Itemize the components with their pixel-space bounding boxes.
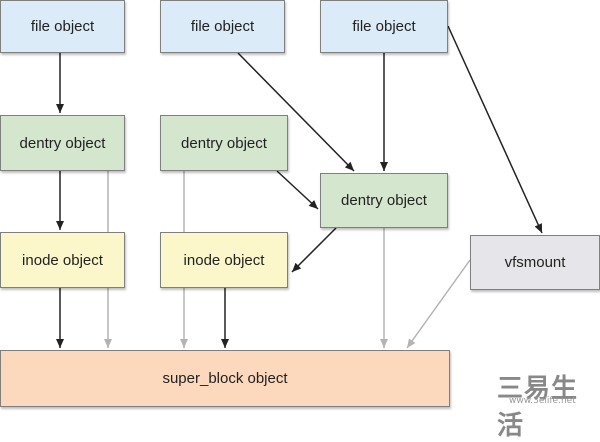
file-object-box-2: file object (160, 0, 285, 53)
vfsmount-box: vfsmount (470, 235, 600, 290)
inode-object-box-2: inode object (160, 232, 288, 288)
arrow-vfsmount-superblock (406, 259, 471, 349)
file-object-box-1: file object (0, 0, 125, 53)
dentry-object-box-1: dentry object (0, 115, 125, 171)
dentry-object-box-3: dentry object (320, 173, 448, 228)
watermark-url: www.3elife.net (509, 396, 576, 406)
super-block-object-box: super_block object (0, 350, 450, 407)
diagram-arrows (56, 25, 543, 349)
arrow-dentry3-inode2 (291, 227, 337, 273)
arrow-file3-vfsmount (447, 25, 543, 234)
dentry-object-box-2: dentry object (160, 115, 288, 171)
inode-object-box-1: inode object (0, 232, 125, 288)
arrow-dentry2-dentry3 (276, 170, 319, 210)
file-object-box-3: file object (320, 0, 448, 53)
arrow-file2-dentry3 (237, 52, 355, 172)
